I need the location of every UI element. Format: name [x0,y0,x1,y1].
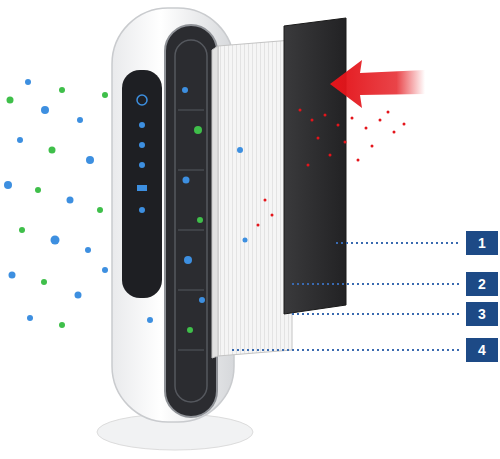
clean-air-particles [4,79,248,333]
callout-number: 3 [466,302,498,326]
callout-number: 4 [466,338,498,362]
control-panel [122,70,162,298]
purifier-housing [112,8,234,422]
air-flow-arrow [330,60,425,108]
carbon-filter [284,18,346,314]
pollutant-particles [257,109,406,227]
leader-lines [232,243,461,350]
hepa-filter [218,40,292,356]
callout-number: 2 [466,272,498,296]
front-grille [165,25,217,417]
callout-number: 1 [466,231,498,255]
